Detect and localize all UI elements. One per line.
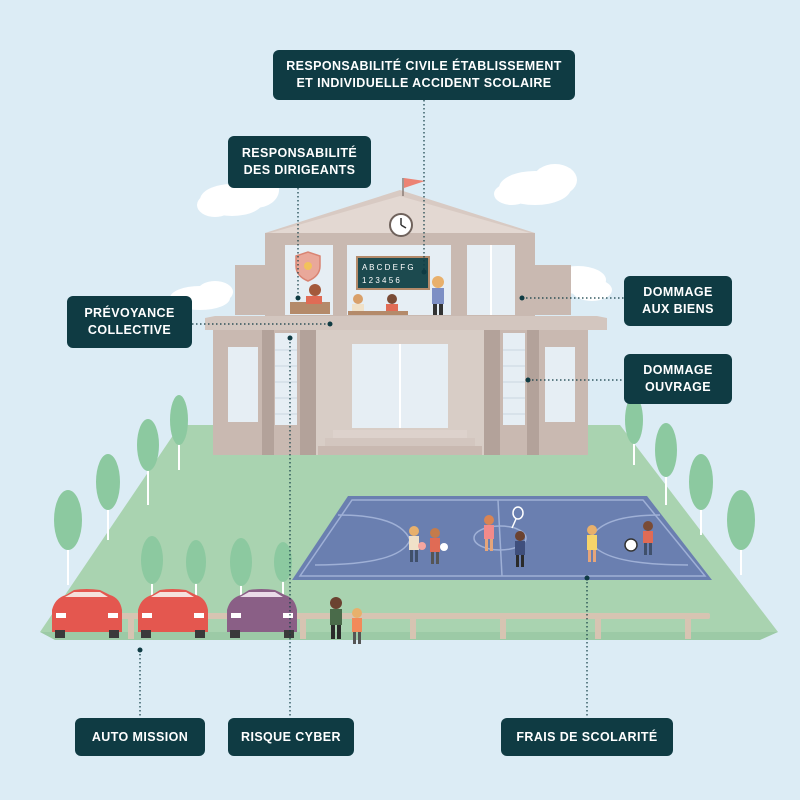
trees [54, 395, 755, 600]
label-dommage-biens-line2: AUX BIENS [642, 302, 714, 316]
connector-lines [139, 100, 624, 718]
tree [170, 395, 188, 470]
label-risque-cyber: RISQUE CYBER [228, 718, 354, 756]
label-auto-mission: AUTO MISSION [75, 718, 205, 756]
tennis-racket-icon [511, 506, 524, 529]
tree [141, 536, 163, 600]
tree [727, 490, 755, 575]
label-prevoyance-collective: PRÉVOYANCE COLLECTIVE [67, 296, 192, 348]
label-risque-cyber-text: RISQUE CYBER [241, 729, 341, 744]
label-prevoyance-line2: COLLECTIVE [87, 323, 172, 337]
tree [54, 490, 82, 585]
connector-dots [137, 269, 590, 653]
car-purple [227, 589, 297, 638]
label-rc-line1: RESPONSABILITÉ CIVILE ÉTABLISSEMENT [286, 59, 562, 73]
label-dommage-biens-line1: DOMMAGE [643, 285, 713, 299]
car-red-2 [138, 589, 208, 638]
tree [655, 423, 677, 505]
label-frais-scolarite: FRAIS DE SCOLARITÉ [501, 718, 673, 756]
chalkboard-row1: A B C D E F G [362, 263, 414, 272]
chalkboard-row2: 1 2 3 4 5 6 [362, 276, 400, 285]
lawn-front [40, 632, 778, 640]
label-responsabilite-civile: RESPONSABILITÉ CIVILE ÉTABLISSEMENT ET I… [273, 50, 575, 100]
school-building: A B C D E F G 1 2 3 4 5 6 [205, 178, 607, 455]
flag-icon [402, 178, 425, 196]
tree [96, 454, 120, 540]
label-prevoyance-line1: PRÉVOYANCE [84, 306, 175, 320]
tree [186, 540, 206, 600]
shield-icon [295, 251, 321, 282]
tree [274, 542, 292, 600]
label-dirigeants-line2: DES DIRIGEANTS [243, 163, 356, 177]
soccer-ball-icon [624, 538, 638, 552]
cloud-right [494, 164, 577, 205]
tree [625, 396, 643, 465]
label-frais-scolarite-text: FRAIS DE SCOLARITÉ [516, 729, 658, 744]
label-dirigeants-line1: RESPONSABILITÉ [241, 146, 358, 160]
tree [689, 454, 713, 535]
label-dommage-biens: DOMMAGE AUX BIENS [624, 276, 732, 326]
label-dommage-ouvrage: DOMMAGE OUVRAGE [624, 354, 732, 404]
children-playing [409, 506, 653, 567]
label-dommage-ouvrage-line1: DOMMAGE [643, 363, 713, 377]
label-dommage-ouvrage-line2: OUVRAGE [644, 380, 711, 394]
chalkboard [356, 256, 430, 290]
label-responsabilite-dirigeants: RESPONSABILITÉ DES DIRIGEANTS [228, 136, 371, 188]
children-walking [330, 597, 362, 644]
car-red-1 [52, 589, 122, 638]
label-rc-line2: ET INDIVIDUELLE ACCIDENT SCOLAIRE [296, 76, 552, 90]
tree [137, 419, 159, 505]
tree [230, 538, 252, 600]
label-auto-mission-text: AUTO MISSION [91, 729, 189, 744]
